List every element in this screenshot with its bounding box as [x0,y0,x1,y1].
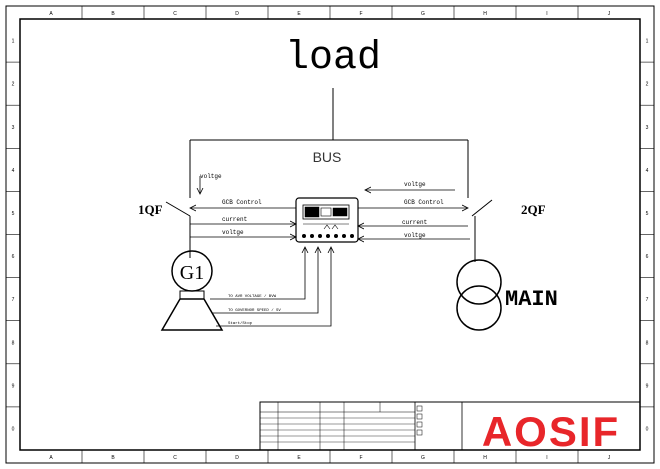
frame-row-label: 6 [646,254,649,260]
title-block [259,401,641,451]
frame-column-label: G [421,455,425,461]
frame-column-label: F [359,11,362,17]
engine-signal-start-stop: Start/Stop [228,321,253,326]
frame-row-label: 1 [12,39,15,45]
frame-row-label: 1 [646,39,649,45]
frame-row-label: 3 [12,125,15,131]
frame-column-label: F [359,455,362,461]
right-breaker-label: 2QF [521,202,546,217]
frame-column-label: E [297,455,301,461]
frame-row-label: 7 [646,297,649,303]
frame-column-label: H [483,11,487,17]
right-voltage-mains-label: voltge [404,232,426,239]
frame-row-label: 0 [12,426,15,432]
frame-column-label: C [173,455,177,461]
engine-control-lines [210,247,331,327]
left-gcb-control-label: GCB Control [222,199,262,206]
frame-row-label: 5 [12,211,15,217]
frame-row-label: 6 [12,254,15,260]
mains-transformer-symbol [456,259,502,331]
frame-grid: A A B B C C D D E E F F G G H H I I J J 1 1 2 2 3 3 4 4 5 5 6 6 7 7 8 8 9 9 0 0 [6,6,654,463]
frame-column-label: J [608,455,611,461]
frame-column-label: C [173,11,177,17]
frame-column-label: B [111,11,115,17]
engine-signal-avr: TO AVR VOLTAGE / BVW [228,294,277,299]
aosif-logo: AOSIF [482,408,620,455]
mains-label: MAIN [505,287,558,312]
frame-row-label: 7 [12,297,15,303]
frame-row-label: 2 [12,82,15,88]
left-current-label: current [222,216,247,223]
frame-column-label: A [49,455,53,461]
left-voltage-bus-label: voltge [200,173,222,180]
frame-row-label: 9 [12,383,15,389]
frame-column-label: H [483,455,487,461]
frame-column-label: G [421,11,425,17]
frame-column-label: D [235,11,239,17]
generator-symbol [160,250,224,331]
right-current-label: current [402,219,427,226]
frame-row-label: 5 [646,211,649,217]
frame-row-label: 8 [12,340,15,346]
frame-row-label: 8 [646,340,649,346]
frame-row-label: 2 [646,82,649,88]
left-voltage-gen-label: voltge [222,229,244,236]
mains-branch [467,140,493,262]
frame-column-label: I [546,455,547,461]
controller-module [295,197,359,243]
left-signal-arrows [190,176,296,237]
frame-column-label: D [235,455,239,461]
frame-column-label: J [608,11,611,17]
generator-label: G1 [180,262,204,284]
right-gcb-control-label: GCB Control [404,199,444,206]
generator-branch [165,140,191,258]
frame-row-label: 4 [12,168,15,174]
frame-column-label: I [546,11,547,17]
frame-column-label: E [297,11,301,17]
right-voltage-bus-label: voltge [404,181,426,188]
bus-label: BUS [313,149,342,165]
frame-row-label: 9 [646,383,649,389]
frame-column-label: A [49,11,53,17]
left-breaker-label: 1QF [138,202,163,217]
load-title: load [285,36,381,81]
frame-row-label: 4 [646,168,649,174]
engine-signal-governor: TO GOVERNOR SPEED / SV [228,308,281,313]
right-signal-arrows [358,190,470,239]
frame-row-label: 0 [646,426,649,432]
frame-row-label: 3 [646,125,649,131]
frame-column-label: B [111,455,115,461]
